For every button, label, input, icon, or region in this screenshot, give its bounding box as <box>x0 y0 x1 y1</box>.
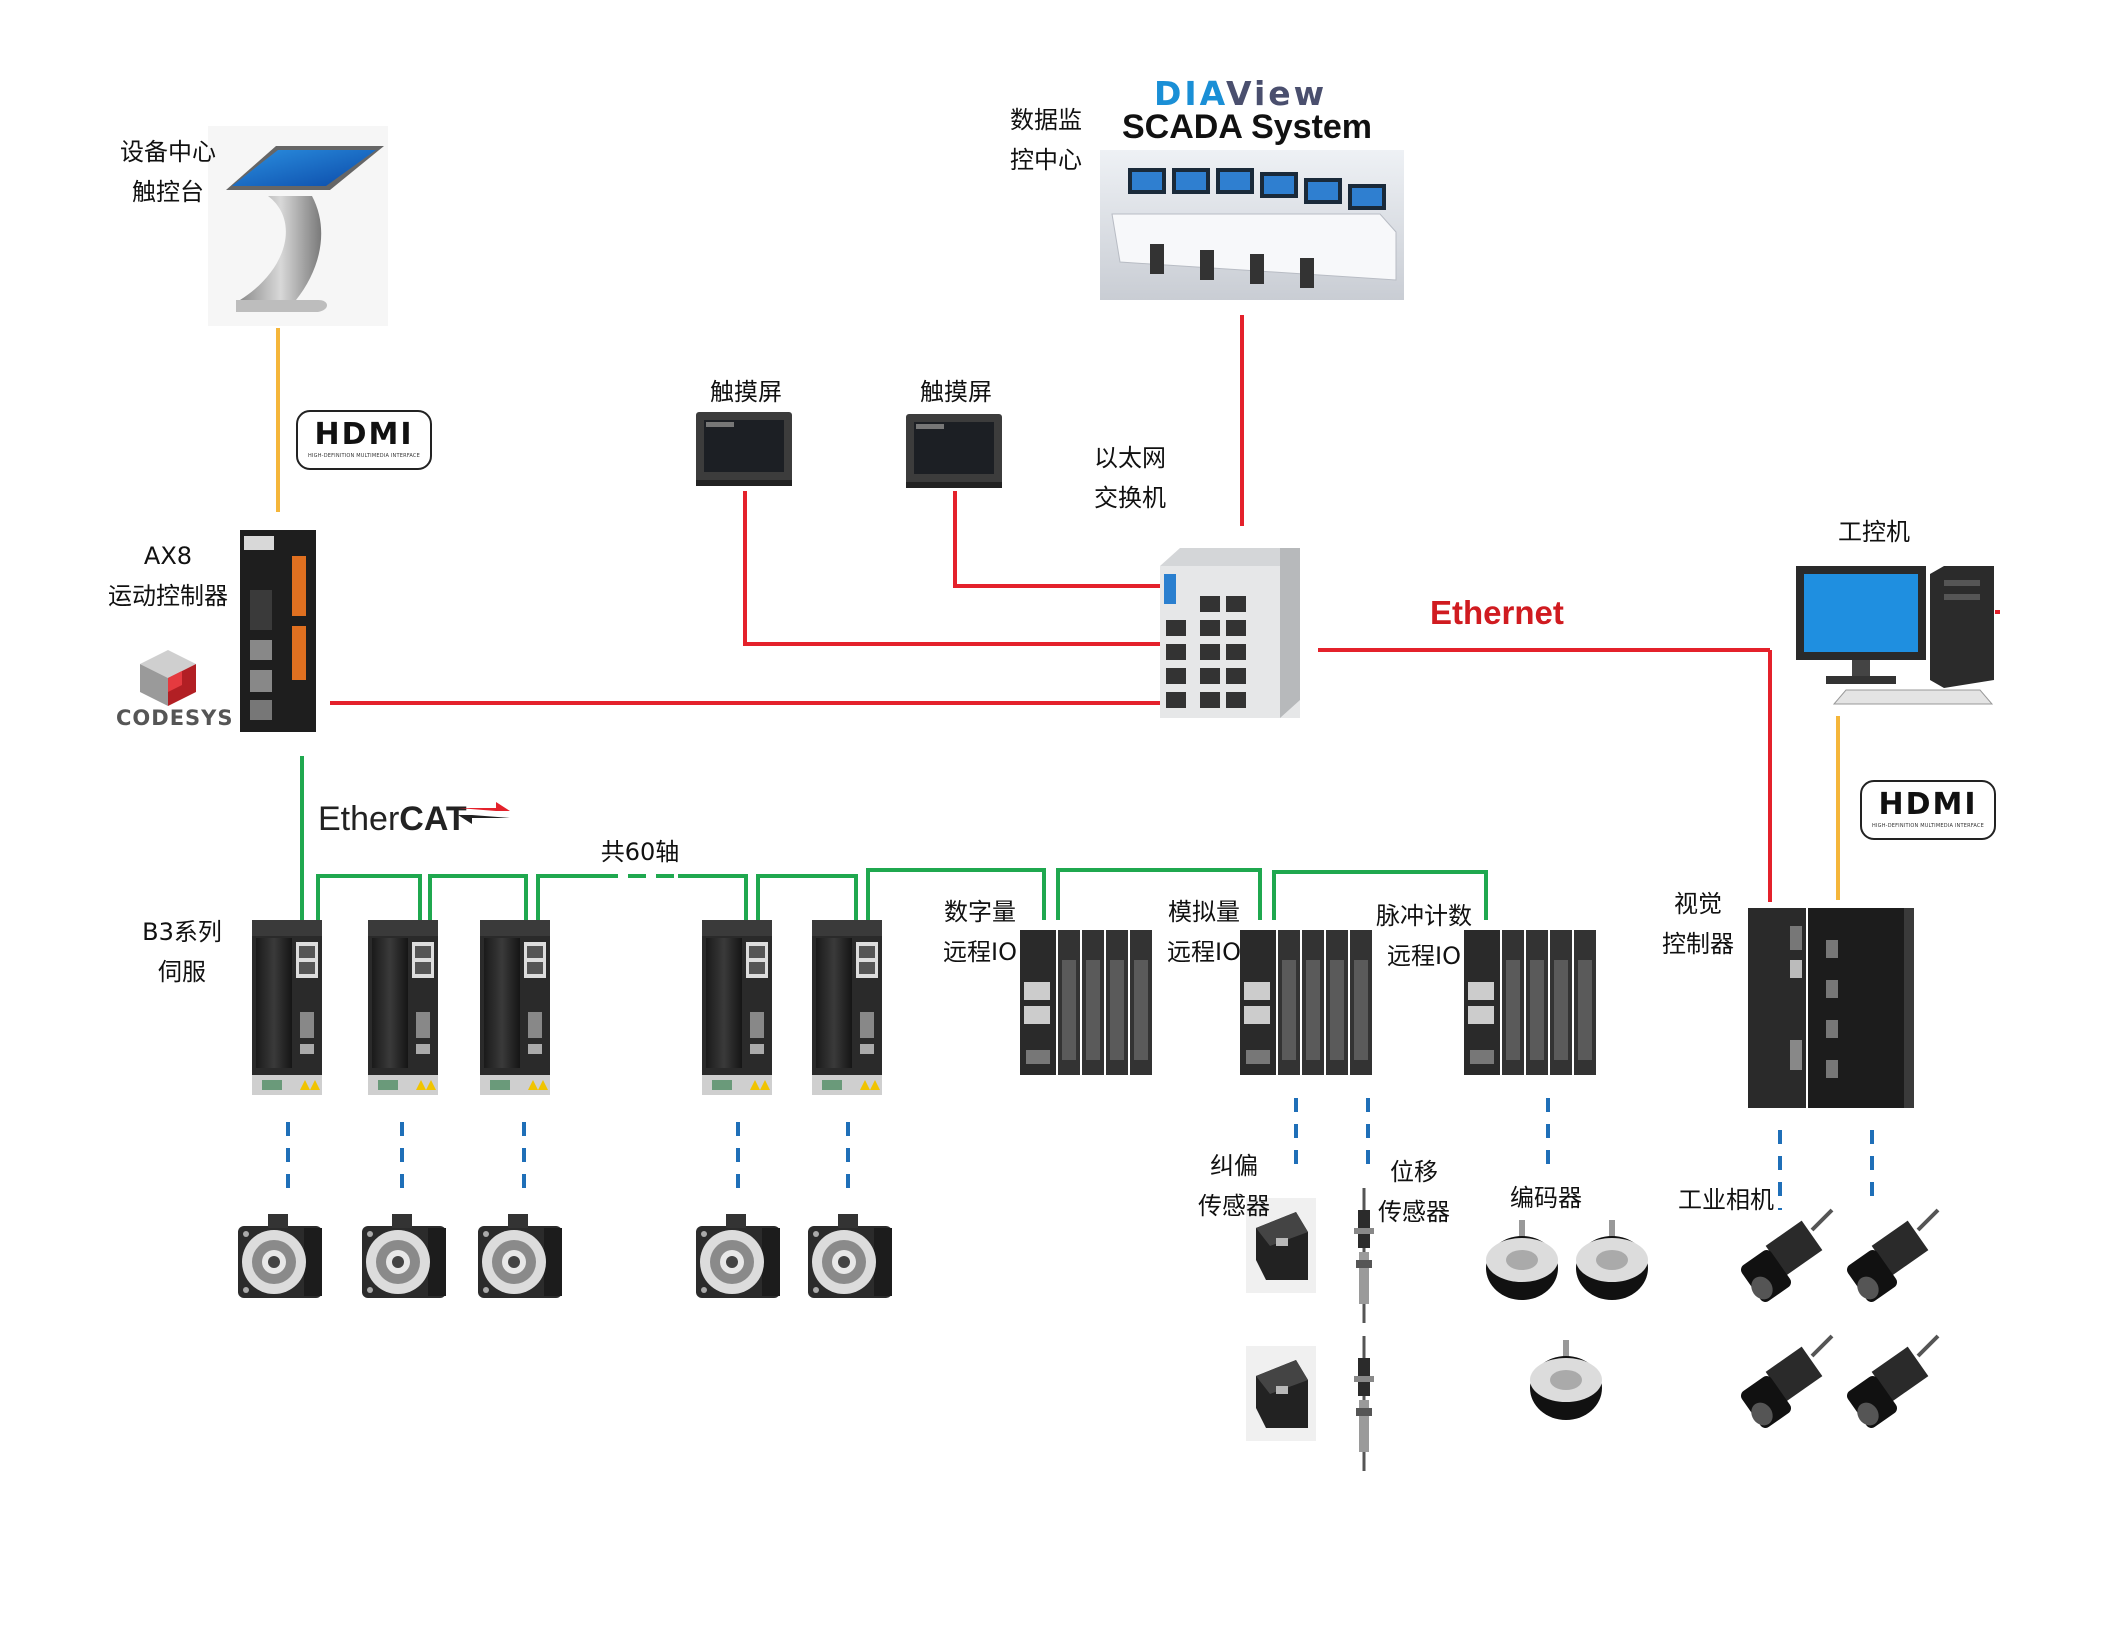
deviation-sensor-label: 纠偏传感器 <box>1198 1152 1270 1220</box>
analog-io-label: 模拟量远程IO <box>1167 898 1241 966</box>
industrial-camera-icon <box>1842 1334 1940 1433</box>
servo-drive-icon <box>252 920 322 1095</box>
hmi-panel-icon <box>696 412 792 486</box>
vision-controller-icon <box>1748 908 1914 1108</box>
servo-drive-icon <box>480 920 550 1095</box>
servo-motor-icon <box>238 1214 322 1298</box>
hmi-panel-icon <box>906 414 1002 488</box>
desktop-pc-icon <box>1796 566 1994 705</box>
ethernet-links <box>330 315 2000 902</box>
console-label: 设备中心触控台 <box>120 138 216 206</box>
touch-kiosk-icon <box>208 126 388 326</box>
hdmi-logo-text: HDMI <box>1878 787 1978 822</box>
ethercat-arrows-icon <box>458 802 510 824</box>
hdmi-tagline: HIGH-DEFINITION MULTIMEDIA INTERFACE <box>1872 823 1984 829</box>
servo-motor-icon <box>696 1214 780 1298</box>
diaview-brand-b: View <box>1225 74 1328 113</box>
signal-links <box>286 1098 1874 1210</box>
codesys-cube-icon <box>140 650 196 706</box>
remote-io-icon <box>1240 930 1372 1075</box>
switch-label: 以太网交换机 <box>1094 444 1166 512</box>
industrial-camera-icon <box>1736 1208 1834 1307</box>
hdmi-logo: HDMI HIGH-DEFINITION MULTIMEDIA INTERFAC… <box>1860 780 1996 840</box>
remote-io-icon <box>1464 930 1596 1075</box>
hdmi-links <box>276 328 1840 900</box>
servo-drive-icon <box>702 920 772 1095</box>
displacement-sensor-icon <box>1352 1186 1376 1325</box>
rotary-encoder-icon <box>1530 1340 1602 1420</box>
ethercat-logo: EtherCAT <box>318 800 467 839</box>
scada-center-label: 数据监控中心 <box>1010 106 1082 174</box>
industrial-camera-icon <box>1736 1334 1834 1433</box>
diaview-brand: DIAView <box>1154 74 1327 113</box>
servo-motor-icon <box>478 1214 562 1298</box>
servo-drive-group <box>252 920 882 1095</box>
remote-io-icon <box>1020 930 1152 1075</box>
rotary-encoder-icon <box>1486 1220 1558 1300</box>
motion-controller-icon <box>240 530 316 732</box>
vision-controller-label: 视觉控制器 <box>1662 890 1734 958</box>
ethernet-switch-icon <box>1160 548 1300 718</box>
control-room-icon <box>1100 150 1404 300</box>
hdmi-logo-text: HDMI <box>314 417 414 452</box>
diaview-brand-a: DIA <box>1154 74 1226 113</box>
ethercat-a: Ether <box>318 800 400 838</box>
servo-motor-icon <box>362 1214 446 1298</box>
ipc-label: 工控机 <box>1838 518 1910 546</box>
pulse-io-label: 脉冲计数远程IO <box>1376 902 1472 970</box>
servo-drive-icon <box>368 920 438 1095</box>
rotary-encoder-icon <box>1576 1220 1648 1300</box>
servo-motor-icon <box>808 1214 892 1298</box>
photo-sensor-icon <box>1246 1346 1316 1441</box>
hdmi-logo: HDMI HIGH-DEFINITION MULTIMEDIA INTERFAC… <box>296 410 432 470</box>
codesys-label: CODESYS <box>116 706 234 730</box>
camera-label: 工业相机 <box>1678 1186 1774 1214</box>
digital-io-label: 数字量远程IO <box>943 898 1017 966</box>
ethercat-links <box>300 756 1488 920</box>
scada-system-title: SCADA System <box>1122 108 1373 146</box>
ethercat-b: CAT <box>399 800 467 838</box>
servo-drive-icon <box>812 920 882 1095</box>
industrial-camera-icon <box>1842 1208 1940 1307</box>
displacement-sensor-icon <box>1352 1334 1376 1473</box>
axes-label: 共60轴 <box>600 838 680 866</box>
displacement-sensor-label: 位移传感器 <box>1378 1158 1450 1226</box>
touch-screen-1-label: 触摸屏 <box>710 378 782 406</box>
servo-motor-group <box>238 1214 892 1298</box>
hdmi-tagline: HIGH-DEFINITION MULTIMEDIA INTERFACE <box>308 453 420 459</box>
touch-screen-2-label: 触摸屏 <box>920 378 992 406</box>
encoder-label: 编码器 <box>1510 1184 1582 1212</box>
servo-label: B3系列伺服 <box>142 918 222 986</box>
ethernet-label: Ethernet <box>1430 594 1564 631</box>
